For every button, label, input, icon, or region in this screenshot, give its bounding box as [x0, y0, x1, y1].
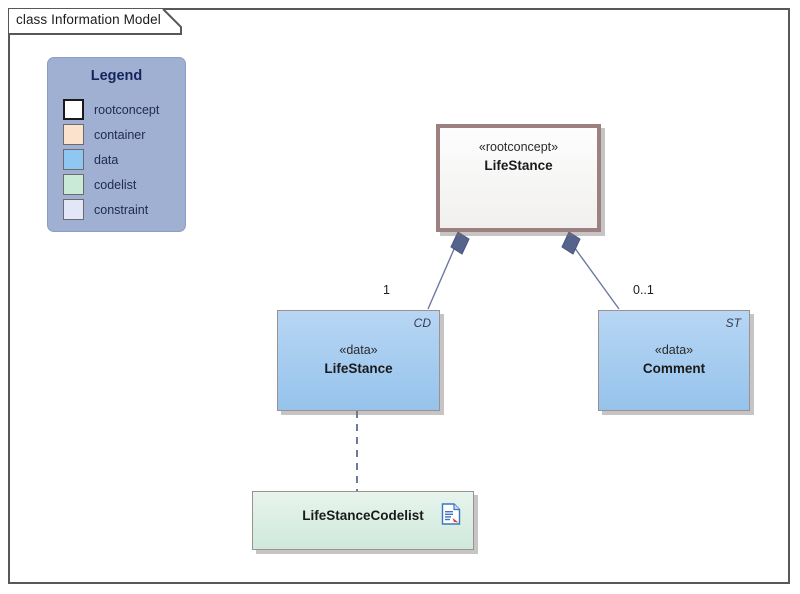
legend-label-container: container [94, 127, 146, 142]
node-body: ST «data» Comment [598, 310, 750, 411]
page-title: class Information Model [16, 12, 161, 27]
node-name: LifeStance [324, 361, 393, 376]
legend-item-codelist: codelist [63, 172, 159, 197]
legend-swatch-container [63, 124, 84, 145]
node-name: Comment [642, 361, 706, 376]
legend-label-constraint: constraint [94, 202, 149, 217]
node-body: «rootconcept» LifeStance [436, 124, 601, 232]
multiplicity-label-left: 1 [383, 283, 390, 297]
class-node-data-lifestance[interactable]: CD «data» LifeStance [277, 310, 444, 415]
legend-panel: Legend rootconcept container data codeli… [47, 57, 186, 232]
legend-swatch-codelist [63, 174, 84, 195]
node-name: LifeStanceCodelist [302, 508, 424, 523]
node-body: LifeStanceCodelist [252, 491, 474, 550]
node-corner-tag-st: ST [725, 316, 741, 330]
legend-swatch-data [63, 149, 84, 170]
class-node-codelist-lifestancecodelist[interactable]: LifeStanceCodelist [252, 491, 478, 554]
legend-item-container: container [63, 122, 159, 147]
legend-swatch-rootconcept [63, 99, 84, 120]
node-body: CD «data» LifeStance [277, 310, 440, 411]
legend-label-rootconcept: rootconcept [94, 102, 160, 117]
legend-label-data: data [94, 152, 119, 167]
document-icon [441, 503, 461, 525]
legend-item-list: rootconcept container data codelist cons… [63, 97, 159, 222]
multiplicity-label-right: 0..1 [633, 283, 654, 297]
legend-item-rootconcept: rootconcept [63, 97, 159, 122]
node-stereotype: «data» [339, 343, 378, 357]
node-corner-tag-cd: CD [413, 316, 431, 330]
legend-label-codelist: codelist [94, 177, 137, 192]
legend-item-constraint: constraint [63, 197, 159, 222]
node-stereotype: «data» [654, 343, 694, 357]
legend-title: Legend [90, 68, 143, 84]
node-name: LifeStance [484, 158, 553, 173]
class-node-data-comment[interactable]: ST «data» Comment [598, 310, 754, 415]
frame-tab-shape [9, 8, 182, 35]
node-stereotype: «rootconcept» [478, 140, 559, 154]
diagram-frame [8, 8, 790, 584]
class-node-rootconcept-lifestance[interactable]: «rootconcept» LifeStance [436, 124, 605, 236]
legend-item-data: data [63, 147, 159, 172]
legend-swatch-constraint [63, 199, 84, 220]
